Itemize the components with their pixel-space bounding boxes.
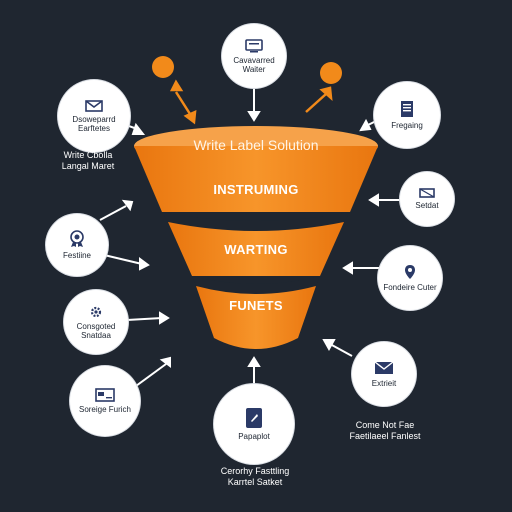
tablet-icon	[246, 408, 262, 428]
node-left-lower: Soreige Furich	[70, 366, 140, 436]
node-top-center-label: Cavavarred Waiter	[233, 55, 275, 74]
node-left-upper-label: Festiine	[62, 251, 91, 260]
funnel-gap-1	[162, 212, 350, 231]
payment-card-icon	[95, 388, 115, 402]
location-pin-icon	[405, 265, 415, 279]
node-right-upper: Setdat	[400, 172, 454, 226]
envelope-icon	[85, 99, 103, 112]
orange-arrows	[169, 79, 333, 125]
node-top-right-label: Fregaing	[391, 121, 423, 130]
node-left-upper: Festiine	[46, 214, 108, 276]
node-left-middle: Consgoted Snatdaa	[64, 290, 128, 354]
gear-icon	[90, 306, 102, 317]
arrow-left-upper-right	[99, 253, 143, 265]
connector-arrows	[99, 82, 404, 392]
award-badge-icon	[70, 230, 84, 247]
arrow-left-middle	[125, 317, 163, 321]
node-right-lower: Extrieit	[352, 342, 416, 406]
caption-right-bottom: Come Not Fae Faetilaeel Fanlest	[349, 420, 421, 441]
funnel-stage-3: FUNETS	[229, 298, 283, 313]
arrow-left-lower	[135, 363, 167, 387]
caption-left-market: Write Cbolla Langal Maret	[61, 150, 115, 171]
mail-icon	[374, 361, 394, 374]
node-right-middle: Fondeire Cuter	[378, 246, 442, 310]
node-top-left-label: Dsoweparrd Earftetes	[72, 114, 116, 133]
monitor-icon	[245, 38, 263, 52]
document-icon	[401, 101, 413, 117]
node-top-left: Dsoweparrd Earftetes	[58, 80, 130, 152]
funnel-gap-2	[192, 276, 320, 294]
node-bottom-center: Papaplot	[214, 384, 294, 464]
caption-bottom-center: Cerorhy Fasttling Karrtel Satket	[220, 466, 290, 487]
node-top-center: Cavavarred Waiter	[222, 24, 286, 88]
arrow-right-lower	[329, 343, 353, 357]
funnel-stage-2: WARTING	[224, 242, 288, 257]
funnel-stage-1: INSTRUMING	[213, 182, 299, 197]
node-left-lower-label: Soreige Furich	[78, 405, 132, 414]
orange-dot-left	[152, 56, 174, 78]
funnel-segment-2	[168, 222, 344, 276]
funnel-title: Write Label Solution	[193, 137, 319, 153]
node-top-right: Fregaing	[374, 82, 440, 148]
node-right-lower-label: Extrieit	[371, 379, 397, 388]
arrow-left-upper-up	[99, 205, 127, 221]
funnel-segment-1	[134, 146, 378, 212]
node-right-upper-label: Setdat	[415, 201, 439, 210]
card-icon	[419, 188, 435, 198]
node-left-middle-label: Consgoted Snatdaa	[76, 321, 116, 340]
orange-dot-right	[320, 62, 342, 84]
funnel-segment-3	[196, 286, 316, 349]
node-right-middle-label: Fondeire Cuter	[383, 283, 437, 292]
node-bottom-center-label: Papaplot	[238, 432, 270, 441]
